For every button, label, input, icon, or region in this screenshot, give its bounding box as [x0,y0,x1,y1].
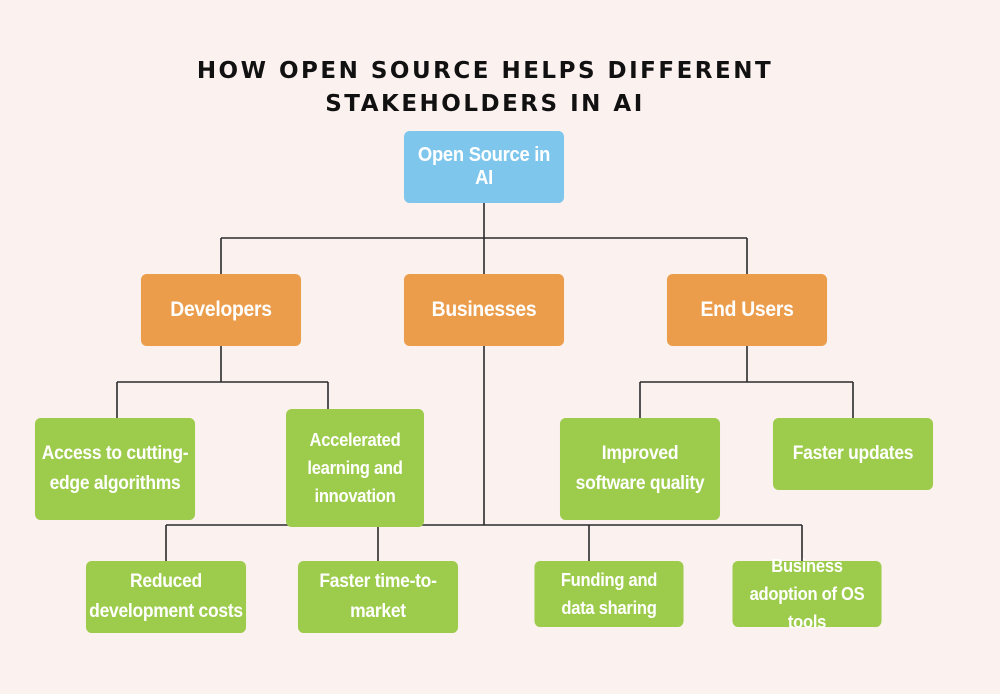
benefit-node-reduced-costs: Reduced development costs [85,561,247,633]
stakeholder-node-businesses: Businesses [403,274,565,346]
stakeholder-node-end-users: End Users [666,274,828,346]
benefit-node-business-adoption: Business adoption of OS tools [732,556,882,632]
root-node-open-source-ai: Open Source in AI [403,131,565,203]
diagram-title-line-1: HOW OPEN SOURCE HELPS DIFFERENT [196,58,774,84]
benefit-node-faster-market: Faster time-to-market [297,561,459,633]
stakeholder-node-developers: Developers [140,274,302,346]
benefit-node-faster-updates: Faster updates [772,418,934,490]
benefit-node-funding-sharing: Funding and data sharing [534,561,684,627]
benefit-node-access-algorithms: Access to cutting-edge algorithms [34,418,196,520]
benefit-node-improved-quality: Improved software quality [559,418,721,520]
diagram-title-line-2: STAKEHOLDERS IN AI [325,91,645,117]
diagram-title: HOW OPEN SOURCE HELPS DIFFERENT STAKEHOL… [0,55,970,121]
benefit-node-accelerated-learning: Accelerated learning and innovation [286,409,424,527]
